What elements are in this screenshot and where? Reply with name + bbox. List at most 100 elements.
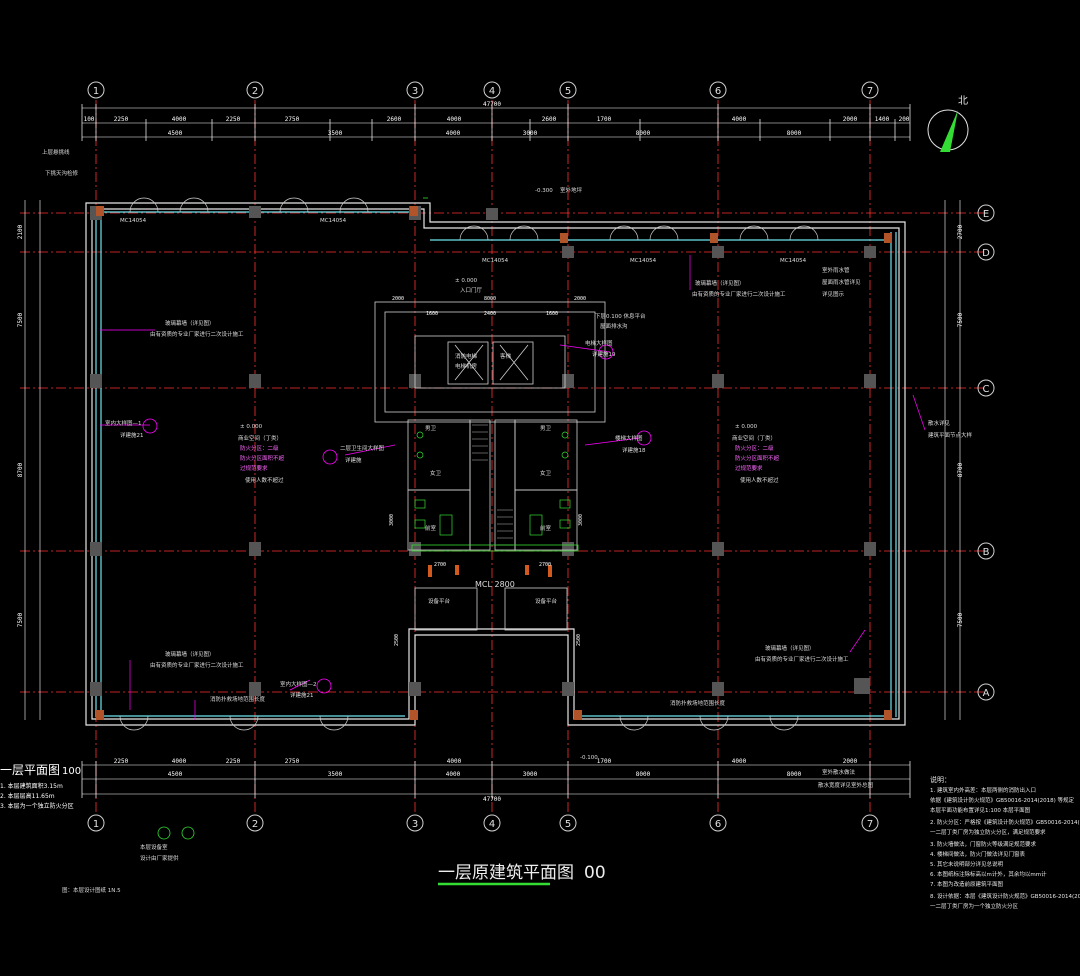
axis-label-4-bottom: 4 xyxy=(489,819,495,830)
dim-axis-2: 4000 xyxy=(446,130,461,137)
dim-left-3: 7500 xyxy=(17,612,24,627)
dim-top-0: 100 xyxy=(84,116,95,123)
label-room-left-1: 前室 xyxy=(425,524,437,532)
label-callout-left-2b: 详建施21 xyxy=(290,691,314,699)
axis-label-C: C xyxy=(983,384,990,395)
label-callout-elev: 电梯大样图 xyxy=(585,339,613,347)
axis-label-1-bottom: 1 xyxy=(93,819,99,830)
label-note-top-left: 上层悬挑线 xyxy=(42,148,70,156)
note-line-7: 5. 其它未说明部分详见总说明 xyxy=(930,860,1003,868)
drawing-labels-white: MC14054 MC14054 MC14054 MC14054 MC14054 … xyxy=(42,148,973,894)
label-room-right-3: 女卫 xyxy=(540,469,552,477)
left-note-1: 1. 本层建筑面积3.15m xyxy=(0,782,63,790)
note-line-4: 一二层丁类厂房为独立防火分区，满足规范要求 xyxy=(930,828,1046,836)
left-title: 一层平面图 xyxy=(0,763,60,777)
axis-label-6: 6 xyxy=(715,86,721,97)
north-label: 北 xyxy=(958,95,968,107)
axis-label-2: 2 xyxy=(252,86,258,97)
central-core xyxy=(374,301,606,631)
main-title-scale: 00 xyxy=(584,863,606,883)
axis-label-1: 1 xyxy=(93,86,99,97)
dim-overall-top: 47700 xyxy=(483,101,501,108)
label-glass-right-bottom-2: 由有资质的专业厂家进行二次设计施工 xyxy=(755,655,849,663)
label-right-hall-2: 防火分区：二级 xyxy=(735,444,774,452)
main-title: 一层原建筑平面图 00 xyxy=(438,863,606,883)
label-elev-left-hall: ± 0.000 xyxy=(240,424,263,430)
label-bottom-right-note: 室外散水做法 xyxy=(822,768,856,776)
label-glass-left-top-2: 由有资质的专业厂家进行二次设计施工 xyxy=(150,330,244,338)
dim-axis-0: 4500 xyxy=(168,130,183,137)
left-note-3: 3. 本层为一个独立防火分区 xyxy=(0,802,74,810)
label-door-mc-right-1: MC14054 xyxy=(630,258,657,264)
axis-label-2-bottom: 2 xyxy=(252,819,258,830)
notes-title: 说明： xyxy=(930,775,951,784)
dim-top-6: 4000 xyxy=(447,116,462,123)
leader-lines xyxy=(100,255,926,720)
dim-left-2: 8700 xyxy=(17,462,24,477)
axis-label-3: 3 xyxy=(412,86,418,97)
left-note-2: 2. 本层层高11.65m xyxy=(0,792,55,800)
label-glass-right-top: 玻璃幕墙（详见图） xyxy=(695,279,745,287)
notes-block: 说明： 1. 建筑室内外高差：本层两侧的消防出入口 依据《建筑设计防火规范》GB… xyxy=(930,775,1080,910)
label-note-top-center: 室外地坪 xyxy=(560,186,583,194)
label-right-side-note-3: 详见图示 xyxy=(822,290,845,298)
dim-bottom-axis-5: 8000 xyxy=(787,771,802,778)
note-line-10: 8. 设计依据：本层《建筑设计防火规范》GB50016-2014(2018) xyxy=(930,892,1080,900)
stair-treads xyxy=(472,424,513,546)
label-room-left-2: 男卫 xyxy=(425,425,437,432)
core-dim-3: 1600 xyxy=(426,311,438,317)
core-dim-0: 2000 xyxy=(392,296,404,302)
dim-axis-4: 8000 xyxy=(636,130,651,137)
dimension-ticks xyxy=(81,104,911,798)
label-right-hall-1: 商业空间（丁类） xyxy=(732,434,776,442)
axis-label-5: 5 xyxy=(565,86,571,97)
core-dim-9: 2700 xyxy=(539,562,551,568)
label-callout-right: 楼梯大样图 xyxy=(615,434,643,442)
label-bottom-legend-1: 本层设备室 xyxy=(140,843,168,851)
core-dim-7: 3000 xyxy=(389,514,395,526)
label-elev-top: -0.300 xyxy=(535,188,553,194)
dim-left-0: 2100 xyxy=(17,224,24,239)
dimension-text-top: 47700 100 2250 4000 2250 2750 2600 4000 … xyxy=(84,101,910,803)
dim-top-3: 2250 xyxy=(226,116,241,123)
dim-axis-5: 8000 xyxy=(787,130,802,137)
axis-label-E: E xyxy=(983,209,989,220)
label-glass-right-bottom: 玻璃幕墙（详见图） xyxy=(765,644,815,652)
label-left-hall-5: 使用人数不超过 xyxy=(245,476,284,484)
axis-label-A: A xyxy=(983,688,990,699)
label-glass-right-top-2: 由有资质的专业厂家进行二次设计施工 xyxy=(692,290,786,298)
axis-label-B: B xyxy=(983,547,990,558)
label-right-side-note: 室外雨水管 xyxy=(822,266,850,274)
core-dim-7b: 3000 xyxy=(578,514,584,526)
label-equip-right: 设备平台 xyxy=(535,597,558,605)
core-dim-12b: 2500 xyxy=(576,634,582,646)
dim-bottom-axis-1: 3500 xyxy=(328,771,343,778)
dim-top-5: 2600 xyxy=(387,116,402,123)
note-line-5: 3. 防火墙做法，门窗防火等级满足规范要求 xyxy=(930,840,1036,848)
label-elevator-1: 消防电梯 xyxy=(455,352,478,360)
toilet-fixtures xyxy=(414,431,571,536)
dim-bottom-chain-9: 4000 xyxy=(732,758,747,765)
label-elev-bottom: -0.100 xyxy=(580,755,598,761)
label-callout-center-b: 详建施 xyxy=(345,456,362,464)
dim-right-0: 2700 xyxy=(957,224,964,239)
note-line-9: 7. 本图为改造前原建筑平面图 xyxy=(930,880,1003,888)
label-bottom-center-note: 消防扑救场地范围长度 xyxy=(670,699,726,707)
label-room-left-3: 女卫 xyxy=(430,469,442,477)
axis-bubbles xyxy=(87,81,995,832)
dim-top-12: 200 xyxy=(899,116,910,123)
dim-top-7: 2600 xyxy=(542,116,557,123)
label-elevator-2: 客梯 xyxy=(500,352,512,360)
label-note-stair-top-2: 屋面排水沟 xyxy=(600,322,628,330)
core-dim-12: 2500 xyxy=(394,634,400,646)
dim-top-10: 2000 xyxy=(843,116,858,123)
label-callout-left-1b: 详建施21 xyxy=(120,431,144,439)
core-partitions xyxy=(428,565,552,577)
note-line-8: 6. 本图纸标注除标高以m计外，其余均以mm计 xyxy=(930,870,1047,878)
label-door-mc-right-2: MC14054 xyxy=(780,258,807,264)
axis-label-7-bottom: 7 xyxy=(867,819,873,830)
label-elev-lobby: ± 0.000 xyxy=(455,278,478,284)
label-door-mc-left-1: MC14054 xyxy=(120,218,147,224)
core-dim-1: 8000 xyxy=(484,296,496,302)
